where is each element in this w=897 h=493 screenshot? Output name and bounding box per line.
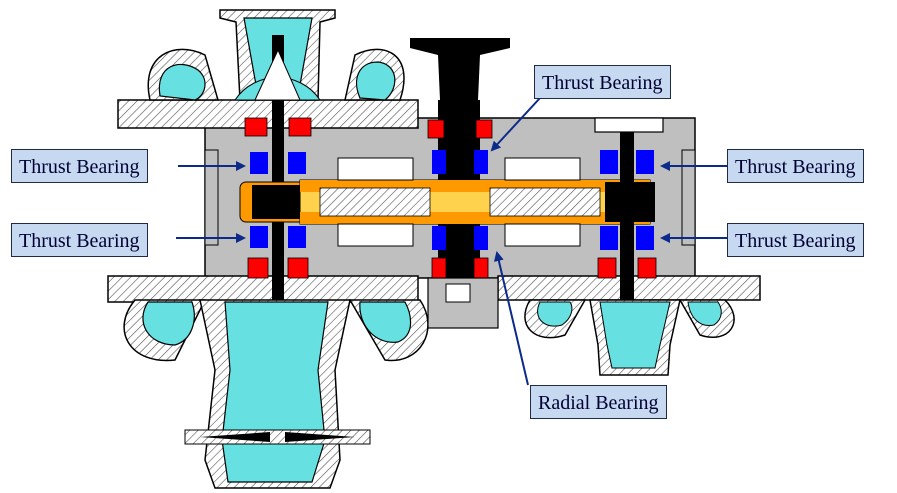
right-shaft-assembly (594, 117, 664, 347)
label-thrust-bearing-left-bottom: Thrust Bearing (11, 223, 148, 257)
upper-left-flange (117, 99, 419, 129)
arrow-radial (493, 251, 529, 386)
label-radial-bearing: Radial Bearing (530, 385, 667, 419)
callout-arrows (176, 97, 727, 386)
lower-right-volute (524, 299, 735, 376)
lower-left-volute (123, 299, 429, 489)
lower-left-flange (107, 275, 419, 303)
label-thrust-bearing-center-top: Thrust Bearing (534, 65, 671, 99)
label-thrust-bearing-left-top: Thrust Bearing (11, 149, 148, 183)
label-thrust-bearing-right-bottom: Thrust Bearing (727, 223, 864, 257)
upper-left-volute (147, 9, 405, 101)
label-thrust-bearing-right-top: Thrust Bearing (727, 149, 864, 183)
arrow-center-top (490, 97, 541, 152)
horizontal-gear-train (299, 157, 651, 247)
